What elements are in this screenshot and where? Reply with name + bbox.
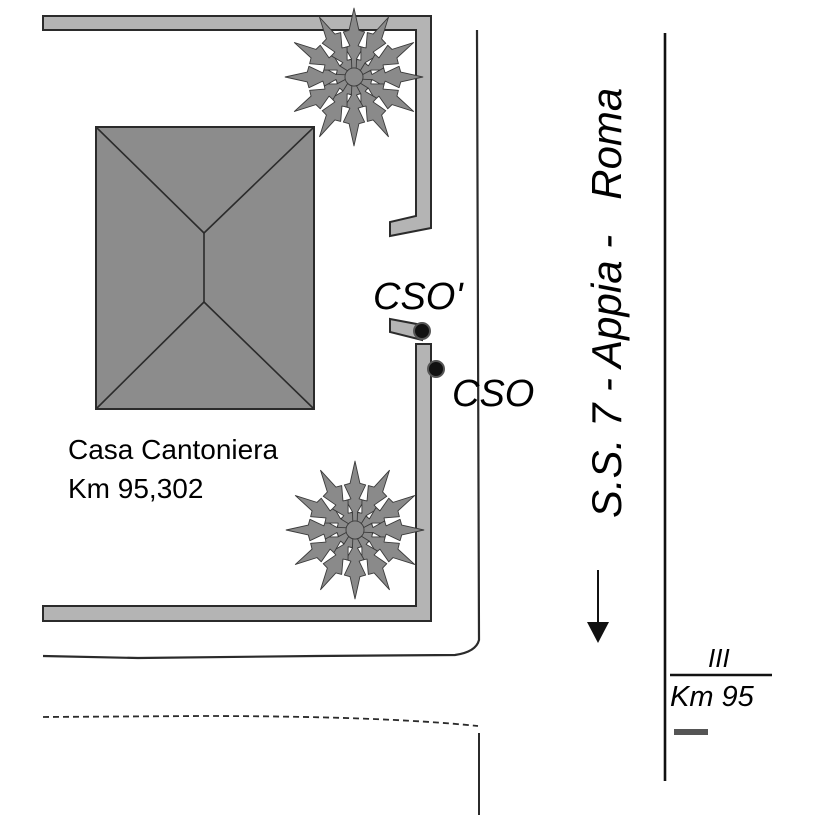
km-marker-post-icon xyxy=(674,729,708,735)
point-cso-prime-marker xyxy=(413,322,431,340)
road-edge-line xyxy=(42,29,481,660)
label-cso-prime: CSO' xyxy=(373,276,464,318)
point-cso-marker xyxy=(427,360,445,378)
km-marker-km: Km 95 xyxy=(670,681,755,713)
building-roof xyxy=(95,126,315,410)
building-name: Casa Cantoniera xyxy=(68,434,279,465)
palm-tree-icon-bottom xyxy=(286,461,424,599)
building-km: Km 95,302 xyxy=(68,473,203,504)
arrow-down-icon xyxy=(587,570,609,643)
boundary-wall-top xyxy=(42,15,432,238)
km-marker-section: III xyxy=(708,643,730,673)
road-name: S.S. 7 - Appia - Roma xyxy=(583,88,630,518)
boundary-wall-bottom xyxy=(42,343,432,622)
side-road-dashed-edge xyxy=(42,715,479,727)
label-cso: CSO xyxy=(452,373,534,415)
